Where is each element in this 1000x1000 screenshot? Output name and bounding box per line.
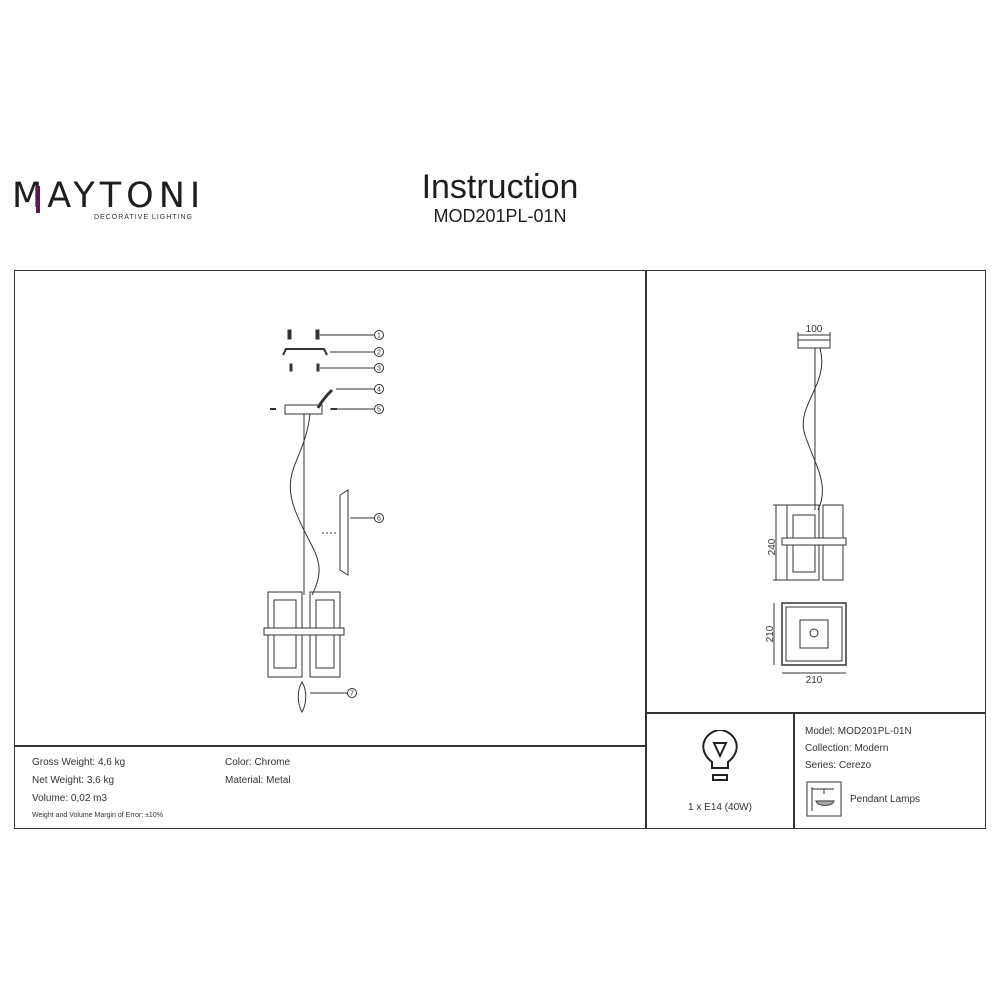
- dim-height: 240: [767, 538, 778, 555]
- model: Model: MOD201PL-01N: [805, 726, 912, 737]
- callouts: 1 2 3 4 5 6 7: [347, 330, 384, 698]
- assembly-diagram: 1 2 3 4 5 6 7: [263, 329, 384, 714]
- lamp-type: Pendant Lamps: [850, 794, 921, 805]
- instruction-frame: [14, 270, 986, 829]
- color: Color: Chrome: [225, 757, 291, 768]
- volume: Volume: 0,02 m3: [32, 793, 108, 804]
- gross-weight: Gross Weight: 4,6 kg: [32, 757, 126, 768]
- brand-logo: MAYTONI: [12, 176, 206, 216]
- collection: Collection: Modern: [805, 743, 889, 754]
- divider: [645, 270, 647, 829]
- canopy: [284, 404, 323, 415]
- wire-connector: [316, 388, 334, 409]
- dimension-diagram: 100 240 210 210: [765, 324, 847, 685]
- lamp-body: [263, 591, 345, 678]
- pendant-lamp-icon: [806, 781, 842, 817]
- svg-text:1: 1: [377, 333, 381, 340]
- logo-accent: [36, 186, 40, 213]
- dim-depth: 210: [765, 625, 776, 642]
- svg-text:3: 3: [377, 366, 381, 373]
- svg-text:2: 2: [377, 350, 381, 357]
- bulb-icon: [702, 730, 738, 781]
- shade-plate: [339, 489, 349, 576]
- mounting-bracket: [282, 348, 328, 356]
- page-title: Instruction: [421, 168, 579, 206]
- screws: [287, 329, 320, 372]
- series: Series: Cerezo: [805, 760, 872, 771]
- bulb-spec: 1 x E14 (40W): [688, 802, 752, 813]
- cable: [289, 413, 320, 596]
- top-view: [781, 602, 847, 666]
- svg-text:4: 4: [377, 387, 381, 394]
- svg-text:7: 7: [350, 691, 354, 698]
- svg-text:5: 5: [377, 407, 381, 414]
- margin-of-error: Weight and Volume Margin of Error: ±10%: [32, 812, 163, 819]
- divider: [14, 745, 645, 747]
- candle-bulb: [297, 681, 307, 714]
- divider: [793, 712, 795, 829]
- canopy: [797, 339, 831, 349]
- net-weight: Net Weight: 3,6 kg: [32, 775, 115, 786]
- divider: [645, 712, 986, 714]
- model-subtitle: MOD201PL-01N: [433, 206, 567, 226]
- dim-width: 210: [806, 675, 823, 685]
- brand-tagline: DECORATIVE LIGHTING: [94, 214, 193, 221]
- svg-text:6: 6: [377, 516, 381, 523]
- dim-canopy: 100: [806, 324, 823, 335]
- material: Material: Metal: [225, 775, 291, 786]
